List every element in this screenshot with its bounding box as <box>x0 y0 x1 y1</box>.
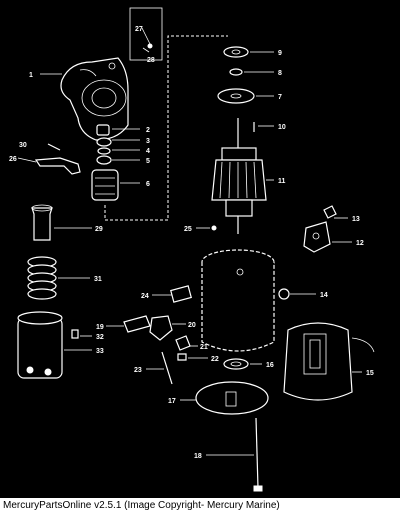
label-6: 6 <box>146 181 150 188</box>
label-22: 22 <box>211 356 219 363</box>
part-10-screw <box>253 122 274 132</box>
part-25-pin <box>196 225 217 231</box>
label-31: 31 <box>94 276 102 283</box>
label-1: 1 <box>29 72 33 79</box>
label-4: 4 <box>146 148 150 155</box>
label-23: 23 <box>134 367 142 374</box>
label-15: 15 <box>366 370 374 377</box>
part-29-bushing <box>31 204 92 241</box>
part-14-nut <box>278 288 316 300</box>
label-26: 26 <box>9 156 17 163</box>
part-6-drive-gear <box>91 169 140 201</box>
callout-labels: 1 2 3 4 5 6 7 8 9 10 11 12 13 14 15 16 1… <box>9 26 374 460</box>
label-3: 3 <box>146 138 150 145</box>
label-11: 11 <box>278 178 286 185</box>
label-19: 19 <box>96 324 104 331</box>
part-18-through-bolt <box>206 417 263 492</box>
label-32: 32 <box>96 334 104 341</box>
copyright-footer: MercuryPartsOnline v2.5.1 (Image Copyrig… <box>0 498 400 513</box>
exploded-parts-diagram: 1 2 3 4 5 6 7 8 9 10 11 12 13 14 15 16 1… <box>9 7 375 492</box>
label-30: 30 <box>19 142 27 149</box>
parts-7-9-washers <box>217 46 274 104</box>
label-27: 27 <box>135 26 143 33</box>
label-33: 33 <box>96 348 104 355</box>
label-20: 20 <box>188 322 196 329</box>
part-27-28-inset <box>129 7 163 61</box>
label-25: 25 <box>184 226 192 233</box>
label-28: 28 <box>147 57 155 64</box>
label-16: 16 <box>266 362 274 369</box>
motor-frame-housing <box>201 249 275 352</box>
label-10: 10 <box>278 124 286 131</box>
label-13: 13 <box>352 216 360 223</box>
label-21: 21 <box>200 344 208 351</box>
parts-12-13-bracket <box>303 205 352 253</box>
parts-2-5-small-stack <box>96 124 140 165</box>
label-8: 8 <box>278 70 282 77</box>
part-16-washer <box>223 358 262 370</box>
label-18: 18 <box>194 453 202 460</box>
label-9: 9 <box>278 50 282 57</box>
label-12: 12 <box>356 240 364 247</box>
parts-19-23-brush-parts <box>106 315 208 385</box>
label-2: 2 <box>146 127 150 134</box>
label-24: 24 <box>141 293 149 300</box>
part-31-spring <box>27 256 90 300</box>
label-17: 17 <box>168 398 176 405</box>
part-15-cover <box>283 322 375 401</box>
part-17-end-plate <box>180 381 269 415</box>
label-14: 14 <box>320 292 328 299</box>
parts-26-30-lever <box>17 143 81 175</box>
part-11-armature <box>211 118 274 234</box>
dashed-group-lines <box>104 35 228 221</box>
part-33-solenoid <box>17 311 92 379</box>
label-5: 5 <box>146 158 150 165</box>
label-29: 29 <box>95 226 103 233</box>
diagram-svg: 1 2 3 4 5 6 7 8 9 10 11 12 13 14 15 16 1… <box>9 7 375 492</box>
part-1-end-cap <box>40 57 129 141</box>
label-7: 7 <box>278 94 282 101</box>
part-24-brush <box>152 285 192 303</box>
